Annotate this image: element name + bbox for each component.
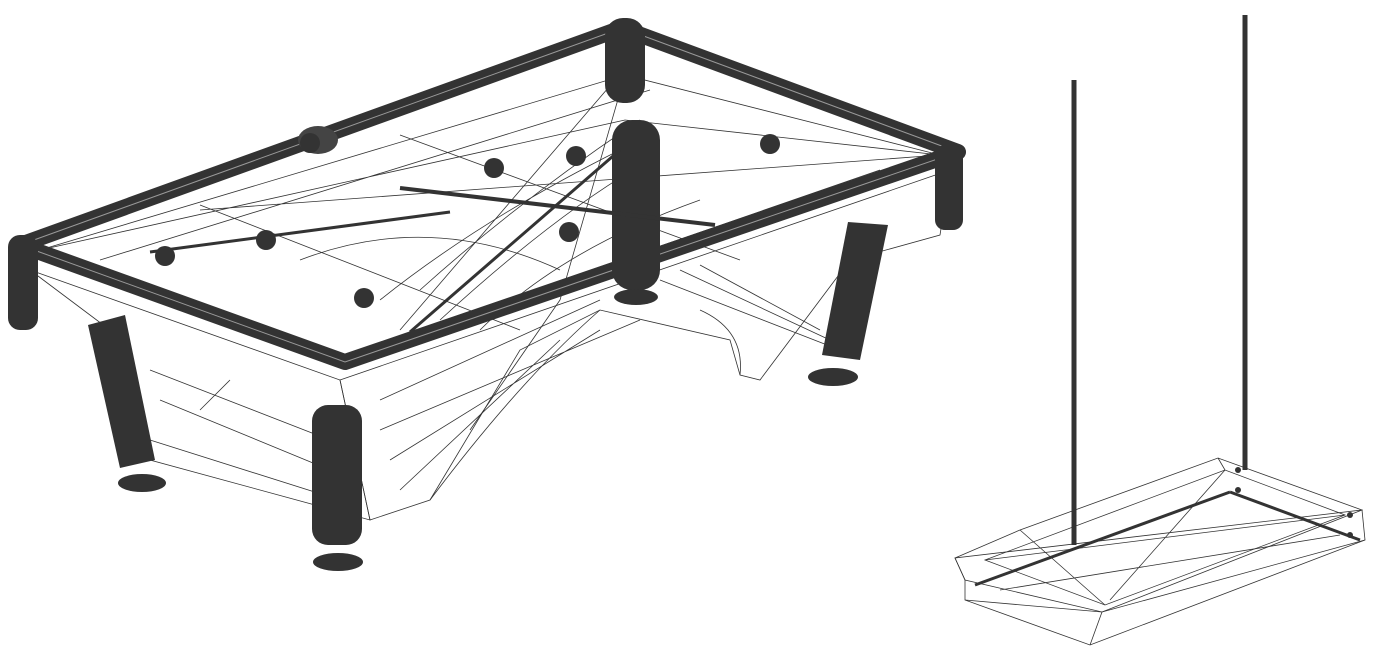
ball (559, 222, 579, 242)
leg-center (612, 120, 660, 290)
ball (484, 158, 504, 178)
corner-post-back (605, 18, 645, 103)
ball (566, 146, 586, 166)
cue-stick (149, 210, 451, 254)
ball (760, 134, 780, 154)
leg-left (88, 315, 155, 468)
leg-right (822, 222, 888, 360)
corner-post-right (935, 145, 963, 230)
lamp-shade (954, 457, 1366, 646)
lamp-bar (1229, 490, 1361, 542)
foot-front (313, 553, 363, 571)
cue-stick (409, 148, 621, 334)
leg-front (312, 405, 362, 545)
table-legs (88, 120, 888, 571)
ball (354, 288, 374, 308)
balls (155, 133, 780, 308)
foot-left (118, 474, 166, 492)
foot-right (808, 368, 858, 386)
ball (300, 133, 320, 153)
cues (149, 148, 716, 334)
corner-post-left (8, 235, 38, 330)
foot-center (614, 289, 658, 305)
lamp-bar (974, 490, 1231, 587)
cue-stick (399, 186, 716, 227)
ball (155, 246, 175, 266)
table-rails (8, 18, 966, 370)
ball (256, 230, 276, 250)
pendant-lamp (954, 15, 1366, 646)
pool-table (8, 18, 966, 571)
